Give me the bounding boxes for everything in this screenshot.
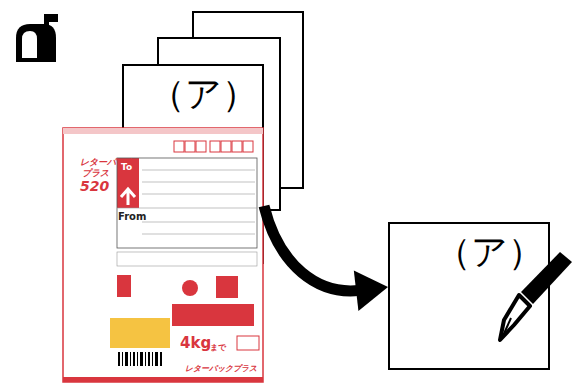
to-arrow: [121, 189, 135, 205]
envelope-text: 520: [80, 178, 109, 194]
envelope-text: プラス: [82, 168, 109, 179]
envelope-bottom-band: [63, 377, 263, 382]
small-badge: [237, 336, 259, 350]
envelope-body: [63, 128, 263, 382]
envelope-text: レターパックプラス: [185, 364, 257, 374]
envelope-text: To: [121, 162, 132, 173]
mailbox-body: [16, 24, 56, 62]
mailbox-icon: [16, 14, 58, 62]
curved-arrow: [264, 206, 388, 311]
notice-icons: [117, 275, 238, 298]
barcode: [118, 352, 162, 366]
tracking-band: [172, 304, 254, 326]
postal-code-boxes: [174, 141, 253, 152]
yellow-seal: [110, 318, 170, 348]
arrow-shaft: [264, 206, 360, 291]
pen-slit: [502, 318, 511, 338]
sheet-label: （ア）: [435, 230, 544, 274]
pen-icon: [500, 252, 572, 340]
pen-body: [521, 252, 572, 304]
envelope-text: From: [118, 211, 146, 223]
pen-nib: [500, 295, 530, 340]
arrow-head: [354, 271, 388, 311]
item-box: [117, 252, 257, 266]
sheet-label: （ア）: [149, 72, 258, 116]
address-lines: [117, 170, 257, 234]
envelope-text: まで: [210, 343, 226, 353]
mailbox-flag: [44, 14, 58, 22]
mailbox-door: [22, 31, 37, 58]
address-frame: [117, 158, 257, 248]
envelope-text: 4kg: [180, 335, 211, 352]
envelope-top-band: [63, 128, 263, 134]
